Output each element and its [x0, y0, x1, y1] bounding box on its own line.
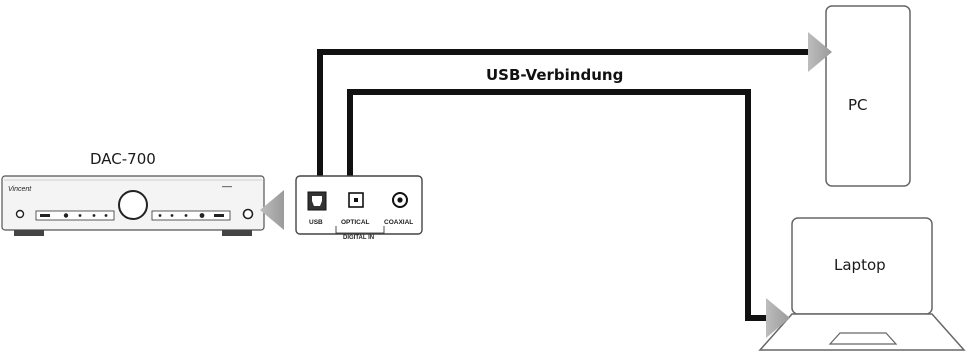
brand-logo: Vincent — [8, 186, 32, 193]
laptop-base — [758, 313, 966, 351]
coaxial-port-label: COAXIAL — [384, 219, 413, 226]
usb-cable-to-pc — [317, 49, 808, 176]
pc-arrow — [808, 32, 832, 72]
dac-input-arrow — [260, 190, 284, 230]
digital-in-label: DIGITAL IN — [343, 235, 374, 241]
usb-cable-to-laptop — [347, 89, 768, 321]
laptop-arrow — [766, 298, 790, 338]
volume-knob — [118, 190, 148, 220]
pc-box — [825, 5, 911, 187]
dac-700-front-panel: Vincent — [1, 175, 265, 236]
optical-port-label: OPTICAL — [341, 219, 370, 226]
connection-label: USB-Verbindung — [486, 66, 623, 84]
usb-port-label: USB — [309, 219, 323, 226]
laptop-label: Laptop — [834, 256, 886, 274]
device-name: DAC-700 — [90, 150, 156, 168]
laptop-trackpad — [828, 332, 898, 345]
headphone-jack — [242, 208, 254, 220]
power-button — [15, 209, 25, 219]
laptop-icon — [758, 217, 966, 351]
digital-input-panel: USB OPTICAL COAXIAL DIGITAL IN — [295, 175, 423, 241]
pc-label: PC — [848, 96, 868, 114]
